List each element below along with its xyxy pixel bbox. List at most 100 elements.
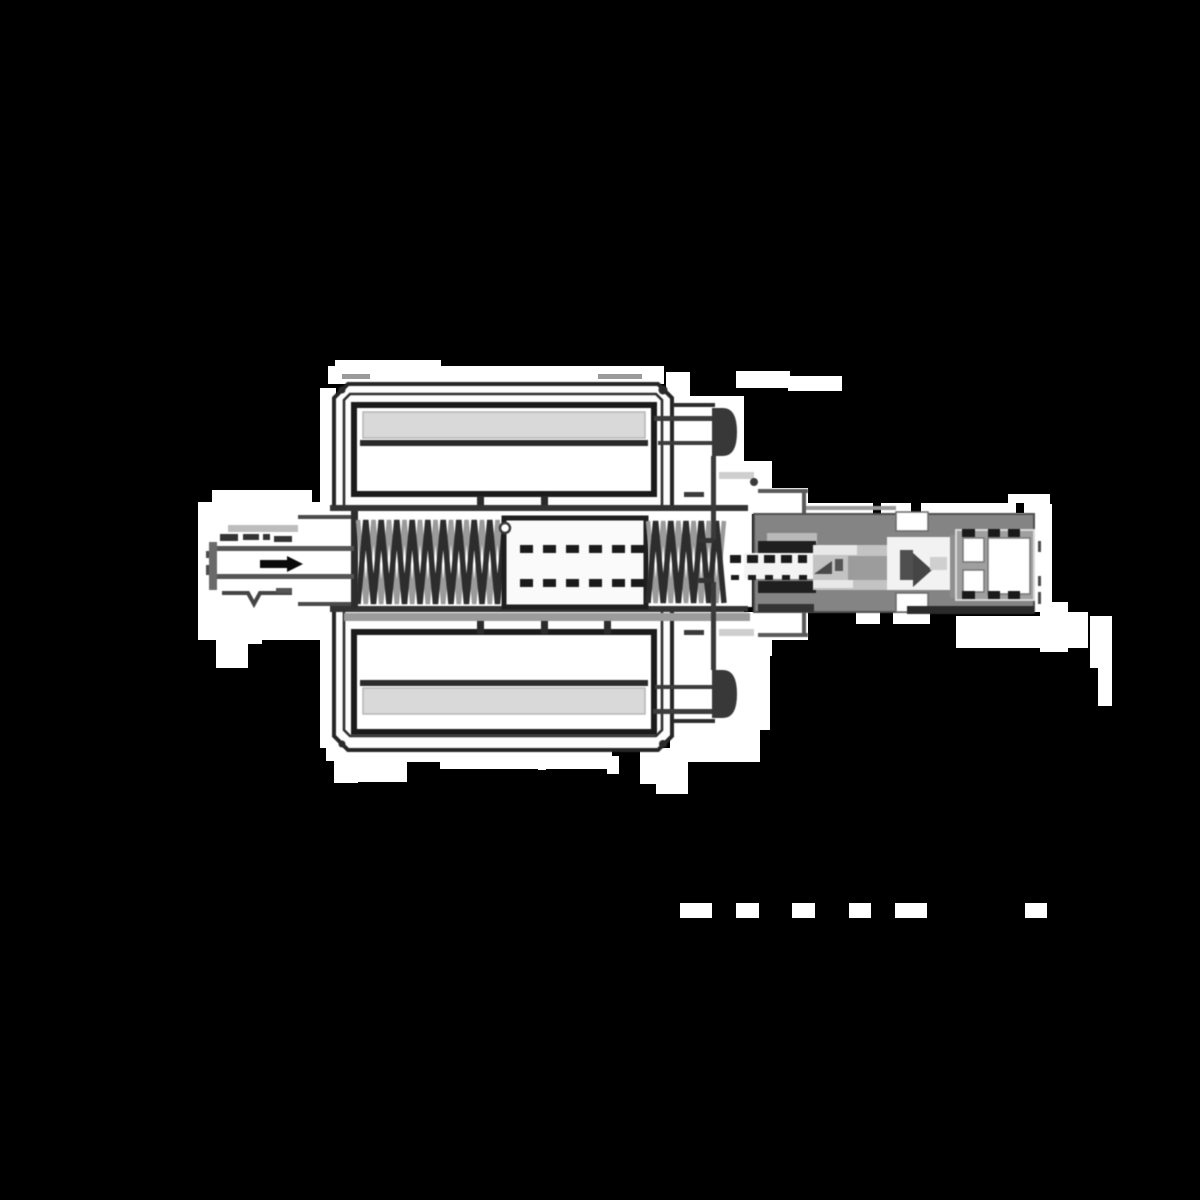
centerline-dashes	[730, 555, 807, 580]
chamber-mouth-step-top	[298, 515, 354, 519]
flange-step-line	[698, 578, 714, 583]
sleeve-tick	[1038, 541, 1041, 552]
coil-line-right	[654, 416, 714, 421]
center-tick	[748, 575, 756, 580]
connector-dash	[988, 529, 1000, 537]
armature-plunger	[498, 515, 649, 610]
coil-tick	[541, 615, 548, 634]
halo-block	[198, 502, 336, 640]
artifact-smudge	[598, 374, 642, 379]
slug-highlight	[813, 580, 853, 588]
connector-dashes	[962, 529, 1020, 599]
center-dash	[798, 555, 807, 563]
sleeve-bottom-shadow	[907, 606, 1034, 614]
sleeve-inset-strip	[767, 533, 817, 544]
plunger-dash	[612, 545, 625, 553]
connector-dash	[1008, 591, 1020, 599]
connector-dash	[962, 591, 975, 599]
inlet-serration	[263, 534, 270, 540]
center-tick	[765, 575, 773, 580]
plunger-dash	[520, 579, 533, 587]
flange-step-line	[758, 633, 808, 637]
end-connector	[955, 529, 1035, 601]
artifact-dash	[736, 903, 759, 918]
plunger-dash	[543, 545, 556, 553]
halo-block	[242, 626, 262, 644]
inlet-serration	[220, 534, 238, 541]
plunger-pivot-ring	[498, 521, 512, 535]
coil-line-right	[658, 441, 714, 445]
connector-box	[962, 537, 985, 563]
center-dash	[747, 555, 758, 563]
flow-arrow-shaft	[260, 560, 288, 568]
coil-band-top	[362, 411, 646, 439]
artifact-dash	[792, 903, 815, 918]
plunger-dash	[520, 545, 533, 553]
center-dash	[730, 555, 741, 563]
ear-bottom-line	[673, 719, 715, 723]
sleeve-notch-top	[895, 511, 929, 532]
mounting-ear-top	[712, 408, 737, 456]
inlet-lower-edge	[222, 591, 292, 609]
halo-block	[344, 751, 612, 762]
ear-top-line	[673, 403, 715, 407]
inlet-tube-bottom-line	[214, 574, 354, 579]
coil-band-top-underline	[360, 440, 648, 446]
spring-zigzag-line	[645, 520, 727, 604]
artifact-smudge	[342, 374, 370, 379]
sleeve-bottom-shadow	[758, 604, 814, 612]
push-rod	[930, 557, 947, 570]
housing-corner-dot	[658, 385, 668, 395]
plunger-dash	[612, 579, 625, 587]
artifact-dash	[895, 903, 927, 918]
halo-block	[357, 762, 407, 782]
halo-block	[688, 726, 760, 762]
housing-corner-dot	[338, 386, 346, 394]
halo-block	[607, 756, 619, 774]
housing-corner-dot	[659, 740, 667, 748]
valve-sleeve	[730, 511, 1041, 614]
halo-block	[788, 376, 842, 391]
flange-dash	[684, 630, 704, 635]
plunger-dash	[631, 579, 644, 587]
flow-arrow-head	[287, 556, 303, 572]
halo-block	[1034, 504, 1052, 612]
artifact-dash-row	[680, 903, 1047, 918]
plunger-dash	[566, 545, 579, 553]
spring-chamber-wall	[351, 511, 358, 609]
inlet-port	[206, 525, 354, 609]
plunger-dash	[589, 545, 602, 553]
connector-dash	[988, 591, 1000, 599]
halo-block	[538, 760, 546, 770]
inlet-lower-mark	[276, 588, 292, 593]
plunger-dash	[566, 579, 579, 587]
chamber-mouth-step-bottom	[298, 602, 354, 606]
return-spring-secondary	[645, 520, 727, 604]
halo-notch	[911, 503, 921, 514]
halo-block	[656, 772, 688, 794]
connector-box	[962, 569, 985, 593]
center-dash	[781, 555, 792, 563]
slug-highlight	[813, 545, 857, 555]
inlet-serration-light	[228, 525, 298, 532]
plunger-dash	[631, 545, 644, 553]
flange-step-line	[758, 489, 808, 493]
plunger-dash	[543, 579, 556, 587]
halo-block	[335, 360, 441, 368]
bore-wall-bottom	[758, 581, 816, 593]
halo-block	[956, 616, 1042, 648]
halo-block	[440, 760, 608, 769]
flange-step-line	[802, 612, 806, 637]
channel-underline-gray	[344, 613, 750, 621]
coil-line-right	[655, 685, 714, 689]
sleeve-tick	[1038, 576, 1041, 586]
halo-block	[328, 366, 664, 384]
coil-band-bottom	[362, 687, 646, 715]
inlet-serration	[243, 534, 259, 540]
plunger-body	[501, 515, 649, 610]
coil-windows	[351, 402, 714, 735]
artifact-dash	[849, 903, 871, 918]
slug-wedge	[814, 561, 832, 574]
artifact-dash	[680, 903, 712, 918]
